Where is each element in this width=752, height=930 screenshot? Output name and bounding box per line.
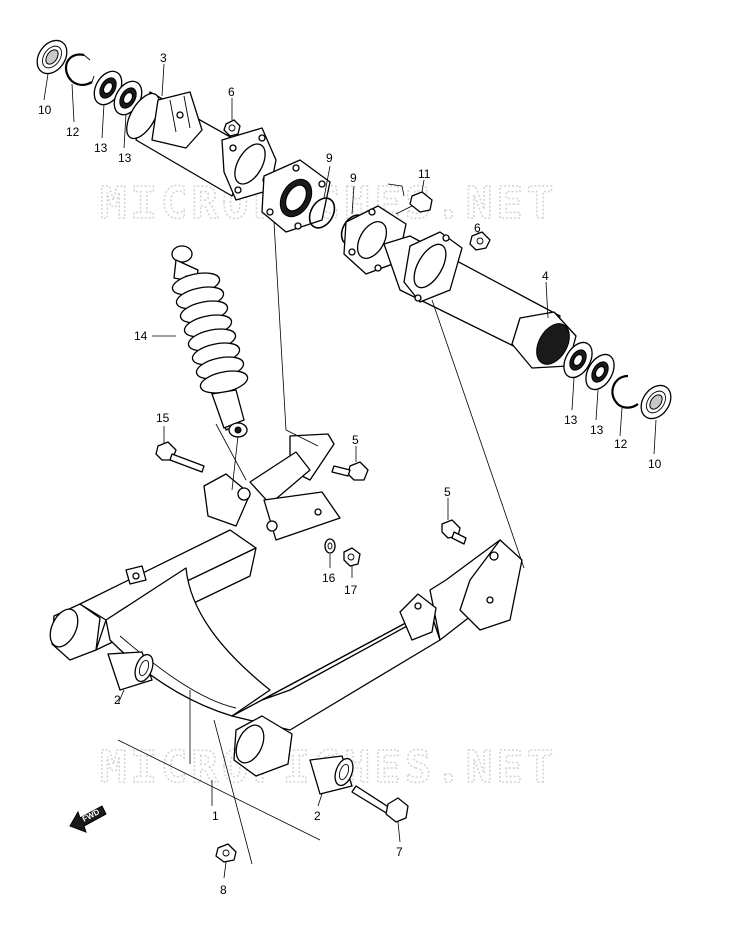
callout-12: 12 xyxy=(66,125,80,139)
callout-15: 15 xyxy=(156,411,170,425)
nut-8[interactable] xyxy=(215,843,237,863)
callout-2: 2 xyxy=(314,809,321,823)
circlip-left[interactable] xyxy=(64,53,95,86)
callout-9: 9 xyxy=(326,151,333,165)
nut-17[interactable] xyxy=(343,547,361,567)
callout-2: 2 xyxy=(114,693,121,707)
callout-17: 17 xyxy=(344,583,358,597)
bearing-right-inner[interactable] xyxy=(558,338,598,383)
callout-13: 13 xyxy=(564,413,578,427)
callout-13: 13 xyxy=(94,141,108,155)
leader-lines xyxy=(43,63,657,879)
o-ring-left[interactable] xyxy=(304,194,339,233)
pivot-tube-left[interactable] xyxy=(120,88,277,201)
bolt-5-lower[interactable] xyxy=(441,519,467,545)
callout-16: 16 xyxy=(322,571,336,585)
bushing-left[interactable] xyxy=(107,651,156,691)
bolt-5-upper[interactable] xyxy=(331,461,369,481)
nut-upper-left[interactable] xyxy=(223,119,241,137)
flange-plate-left[interactable] xyxy=(261,159,331,233)
oil-seal-left[interactable] xyxy=(31,35,73,79)
callout-1: 1 xyxy=(212,809,219,823)
nut-upper-right[interactable] xyxy=(469,231,491,251)
callout-6: 6 xyxy=(228,85,235,99)
callout-13: 13 xyxy=(590,423,604,437)
washer-16[interactable] xyxy=(324,538,336,554)
callout-10: 10 xyxy=(648,457,662,471)
callout-13: 13 xyxy=(118,151,132,165)
bushing-right[interactable] xyxy=(309,755,356,795)
callout-5: 5 xyxy=(352,433,359,447)
bearing-right-outer[interactable] xyxy=(580,350,620,395)
bolt-7[interactable] xyxy=(351,785,409,823)
rear-shock-absorber[interactable] xyxy=(170,245,249,438)
callout-3: 3 xyxy=(160,51,167,65)
callout-11: 11 xyxy=(418,167,431,181)
callout-7: 7 xyxy=(396,845,403,859)
callout-12: 12 xyxy=(614,437,628,451)
callout-10: 10 xyxy=(38,103,52,117)
callout-5: 5 xyxy=(444,485,451,499)
shock-link-bracket[interactable] xyxy=(203,433,341,541)
circlip-right[interactable] xyxy=(611,374,639,409)
callout-6: 6 xyxy=(474,221,481,235)
callout-4: 4 xyxy=(542,269,549,283)
oil-seal-right[interactable] xyxy=(635,380,677,424)
callout-8: 8 xyxy=(220,883,227,897)
swingarm[interactable] xyxy=(45,529,523,777)
fwd-arrow: FWD xyxy=(69,805,107,833)
bolt-15[interactable] xyxy=(155,441,205,473)
callout-9: 9 xyxy=(350,171,357,185)
callout-14: 14 xyxy=(134,329,148,343)
callout-labels: 10 12 13 13 3 6 9 9 11 6 4 14 13 13 12 1… xyxy=(38,51,662,897)
